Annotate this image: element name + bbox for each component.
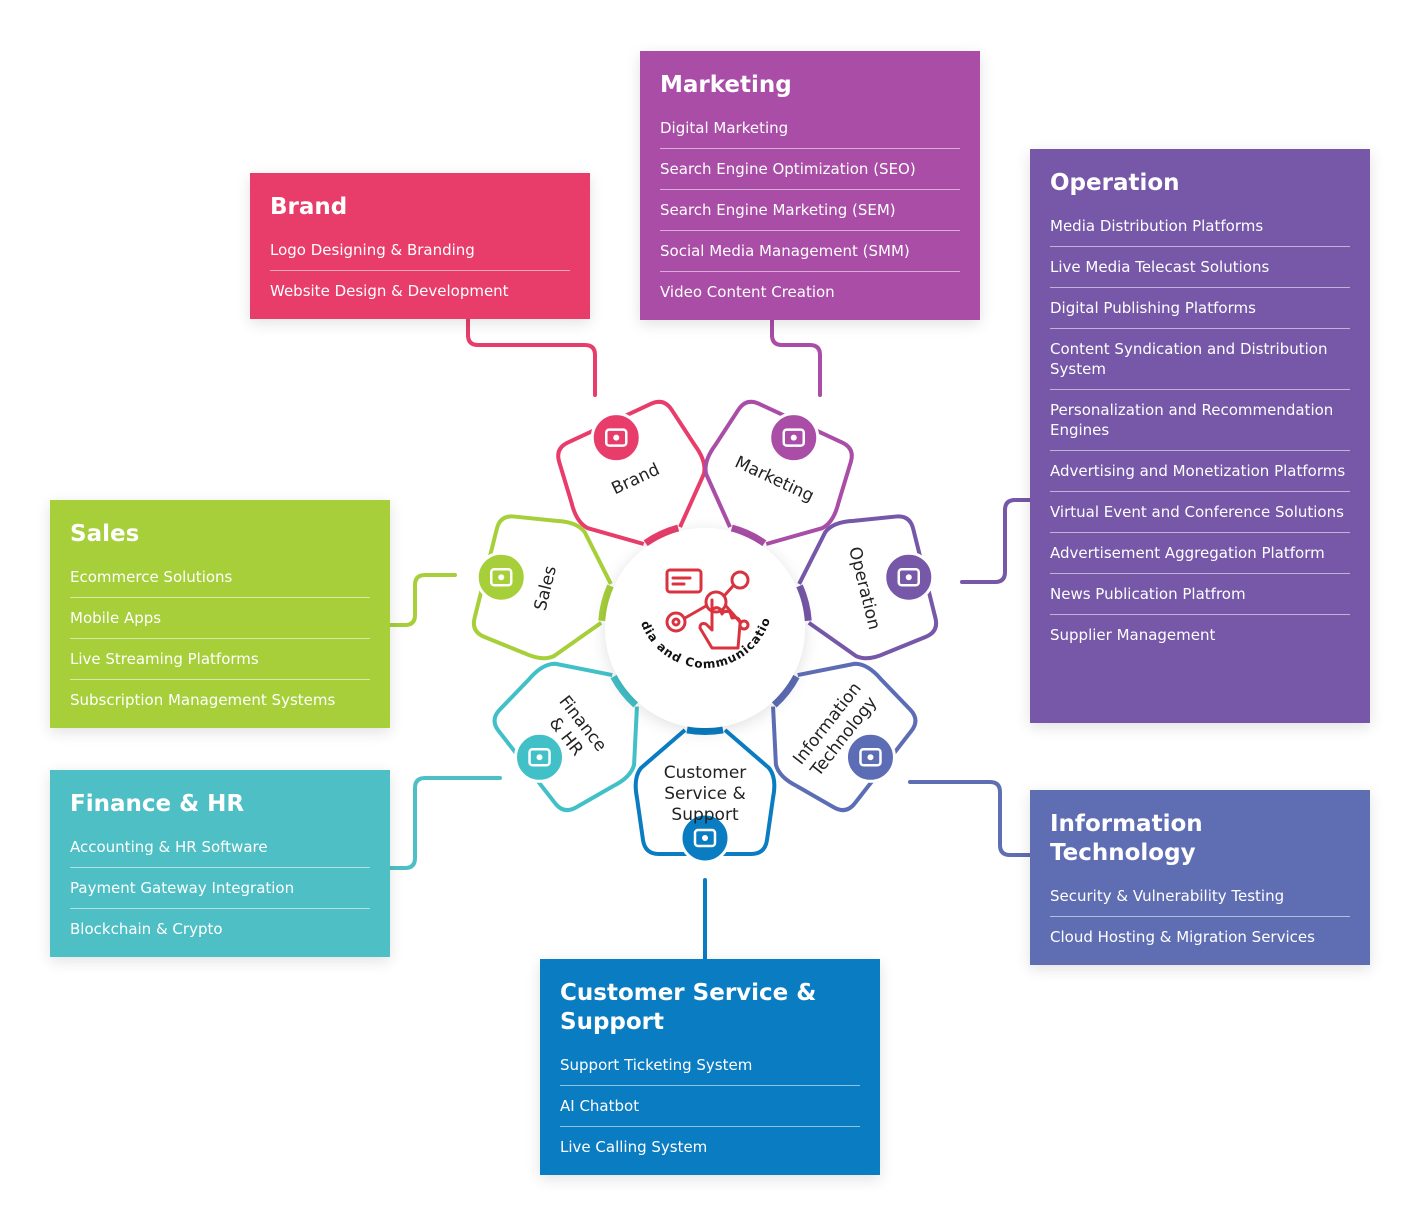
card-list-item: Live Media Telecast Solutions [1050, 247, 1350, 288]
briefcase-icon [514, 731, 566, 783]
browser-window-icon [590, 412, 642, 464]
card-list-item: Virtual Event and Conference Solutions [1050, 492, 1350, 533]
connector-finance [388, 776, 502, 870]
card-list-item: Video Content Creation [660, 283, 835, 301]
hub-rim-segment [729, 524, 767, 549]
card-title: Sales [70, 521, 140, 547]
card-list-item: Social Media Management (SMM) [660, 231, 960, 272]
card-list-item: Logo Designing & Branding [270, 230, 570, 271]
card-list-item: Content Syndication and Distribution Sys… [1050, 329, 1350, 390]
card-list-item: Accounting & HR Software [70, 827, 370, 868]
connector-marketing [770, 318, 822, 397]
hub-rim-segment [686, 723, 724, 735]
card-list-item: Cloud Hosting & Migration Services [1050, 928, 1315, 946]
dollar-cycle-icon [475, 551, 527, 603]
card-title: Information Technology [1050, 811, 1203, 866]
card-list-item: News Publication Platfrom [1050, 574, 1350, 615]
card-title: Finance & HR [70, 791, 245, 817]
card-list-item: Digital Marketing [660, 108, 960, 149]
card-list-item: Supplier Management [1050, 626, 1216, 644]
monitor-transfer-icon [844, 731, 896, 783]
card-list-item: Live Calling System [560, 1138, 708, 1156]
card-list-item: Live Streaming Platforms [70, 639, 370, 680]
card-list-item: Subscription Management Systems [70, 691, 336, 709]
card-list-item: Support Ticketing System [560, 1045, 860, 1086]
connector-brand [466, 318, 597, 397]
hub-rim-segment [643, 524, 681, 549]
card-list-item: Advertisement Aggregation Platform [1050, 533, 1350, 574]
information-technology-card: Information Technology Security & Vulner… [1030, 790, 1370, 965]
touch-network-icon [665, 568, 750, 650]
card-title: Customer Service & Support [560, 980, 817, 1035]
card-list-item: Search Engine Marketing (SEM) [660, 190, 960, 231]
card-title: Brand [270, 194, 348, 220]
connector-operation [960, 498, 1032, 584]
hub-rim-segment [598, 584, 617, 622]
hub-rim-segment [769, 673, 800, 708]
card-list-item: Payment Gateway Integration [70, 868, 370, 909]
card-list-item: Ecommerce Solutions [70, 557, 370, 598]
megaphone-icon [768, 412, 820, 464]
card-list-item: Personalization and Recommendation Engin… [1050, 390, 1350, 451]
customer-service-card: Customer Service & Support Support Ticke… [540, 959, 880, 1175]
connector-it [908, 780, 1032, 857]
card-list-item: Website Design & Development [270, 282, 509, 300]
card-title: Marketing [660, 72, 792, 98]
card-title: Operation [1050, 170, 1180, 196]
card-list-item: AI Chatbot [560, 1086, 860, 1127]
card-list-item: Security & Vulnerability Testing [1050, 876, 1350, 917]
hub-rim-segment [793, 584, 812, 622]
card-list-item: Blockchain & Crypto [70, 920, 223, 938]
card-list-item: Search Engine Optimization (SEO) [660, 149, 960, 190]
card-list-item: Digital Publishing Platforms [1050, 288, 1350, 329]
card-list-item: Mobile Apps [70, 598, 370, 639]
card-list-item: Advertising and Monetization Platforms [1050, 451, 1350, 492]
headset-icon [679, 812, 731, 864]
hub-rim-segment [610, 673, 641, 708]
gear-settings-icon [883, 551, 935, 603]
card-list-item: Media Distribution Platforms [1050, 206, 1350, 247]
connector-sales [388, 573, 457, 627]
